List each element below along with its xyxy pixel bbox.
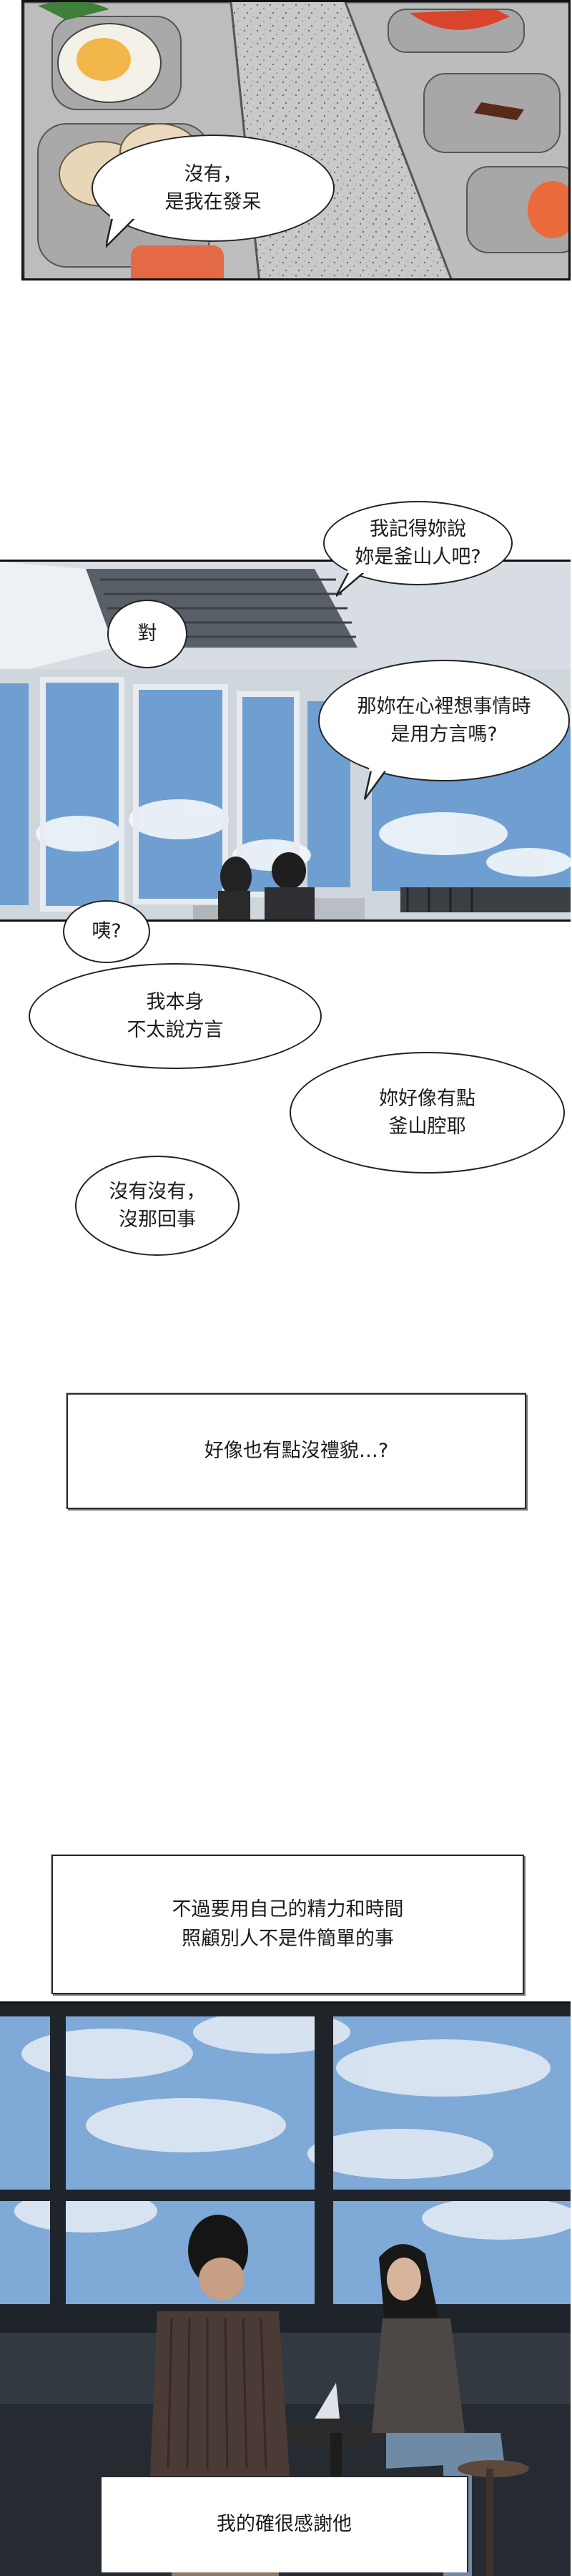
caption-rude: 好像也有點沒禮貌…? [66, 1393, 526, 1509]
caption-thanks: 我的確很感謝他 [100, 2476, 468, 2572]
speech-bubble-deny: 沒有沒有， 沒那回事 [75, 1156, 240, 1256]
window-scene-illustration [0, 2004, 571, 2576]
caption-care: 不過要用自己的精力和時間 照顧別人不是件簡單的事 [51, 1855, 524, 1994]
bubble-tail [363, 767, 388, 800]
speech-bubble-no-dialect: 我本身 不太說方言 [29, 963, 322, 1069]
panel-window-scene [0, 2001, 571, 2576]
speech-bubble-dialect-question: 那妳在心裡想事情時 是用方言嗎? [318, 660, 570, 781]
panel-food [21, 0, 571, 280]
bubble-tail [106, 215, 139, 248]
bubble-tail [336, 569, 367, 597]
speech-bubble-daydream: 沒有， 是我在發呆 [92, 135, 335, 242]
speech-bubble-huh: 咦? [63, 900, 150, 963]
speech-bubble-yes: 對 [107, 600, 187, 668]
speech-bubble-accent: 妳好像有點 釜山腔耶 [290, 1052, 565, 1174]
